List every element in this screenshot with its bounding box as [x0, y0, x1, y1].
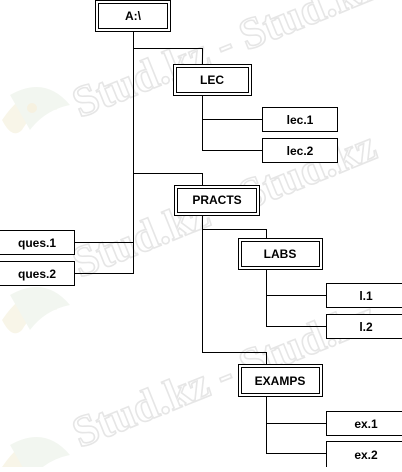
- node-lec1-label: lec.1: [287, 113, 314, 127]
- node-practs-label: PRACTS: [192, 193, 241, 207]
- node-examps: EXAMPS: [239, 365, 323, 397]
- node-lec: LEC: [174, 65, 252, 96]
- watermark-logo-3: [2, 437, 70, 467]
- node-ques2-label: ques.2: [18, 267, 56, 281]
- node-labs-label: LABS: [264, 247, 297, 261]
- node-practs: PRACTS: [175, 186, 260, 216]
- node-ex2-label: ex.2: [354, 448, 378, 462]
- watermark-logo-1: [2, 87, 70, 133]
- watermark-logo-2: [2, 287, 70, 333]
- node-examps-label: EXAMPS: [255, 374, 306, 388]
- node-root: A:\: [96, 1, 171, 32]
- node-l2-label: l.2: [359, 320, 373, 334]
- node-lec-label: LEC: [200, 73, 224, 87]
- node-labs: LABS: [239, 239, 323, 270]
- node-root-label: A:\: [125, 9, 142, 23]
- node-lec2: lec.2: [263, 139, 338, 163]
- node-l1-label: l.1: [359, 289, 373, 303]
- node-ex2: ex.2: [327, 442, 402, 468]
- node-lec2-label: lec.2: [287, 144, 314, 158]
- node-lec1: lec.1: [263, 108, 338, 132]
- node-l2: l.2: [327, 315, 402, 339]
- node-ques1: ques.1: [0, 231, 75, 255]
- node-ex1-label: ex.1: [354, 417, 378, 431]
- node-ques2: ques.2: [0, 262, 75, 286]
- node-ex1: ex.1: [327, 412, 402, 436]
- node-l1: l.1: [327, 284, 402, 308]
- node-ques1-label: ques.1: [18, 236, 56, 250]
